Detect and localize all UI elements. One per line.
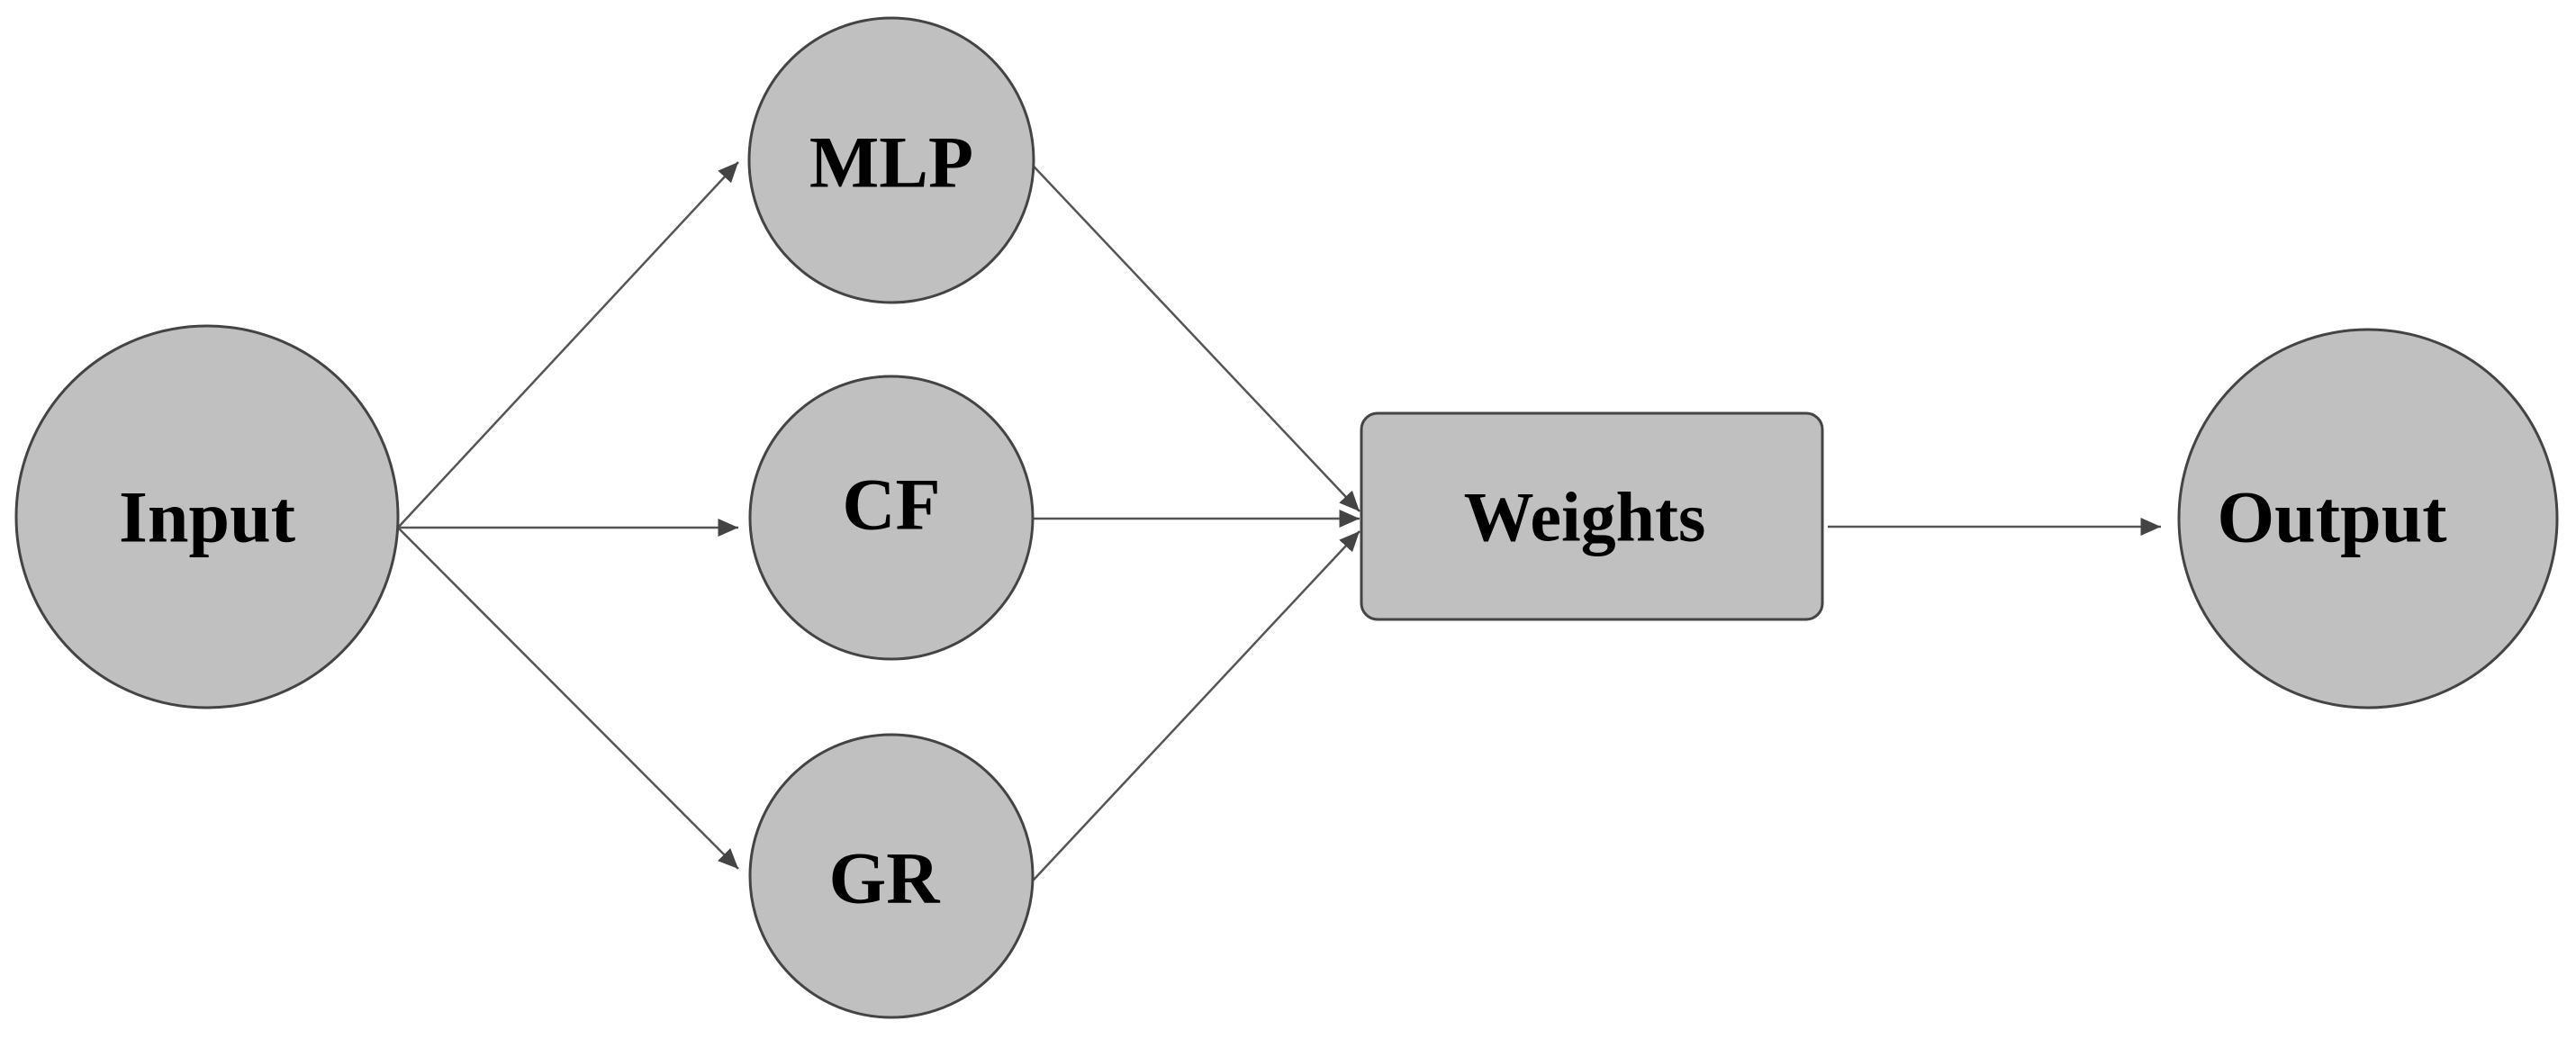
edge-gr-weights xyxy=(1022,530,1360,892)
node-cf: CF xyxy=(748,375,1035,661)
node-gr: GR xyxy=(748,733,1035,1019)
node-output: Output xyxy=(2177,328,2559,709)
node-output-label: Output xyxy=(2217,476,2446,558)
node-weights: Weights xyxy=(1360,411,1824,621)
node-weights-label: Weights xyxy=(1464,478,1706,556)
edges xyxy=(397,154,2161,892)
node-gr-label: GR xyxy=(829,837,941,919)
edge-mlp-weights xyxy=(1022,154,1360,512)
edge-input-gr xyxy=(397,527,739,870)
edge-input-mlp xyxy=(397,161,739,529)
node-mlp: MLP xyxy=(747,16,1035,304)
node-input-label: Input xyxy=(119,476,295,558)
node-cf-label: CF xyxy=(842,464,940,546)
node-input: Input xyxy=(14,324,400,709)
node-mlp-label: MLP xyxy=(809,122,973,203)
